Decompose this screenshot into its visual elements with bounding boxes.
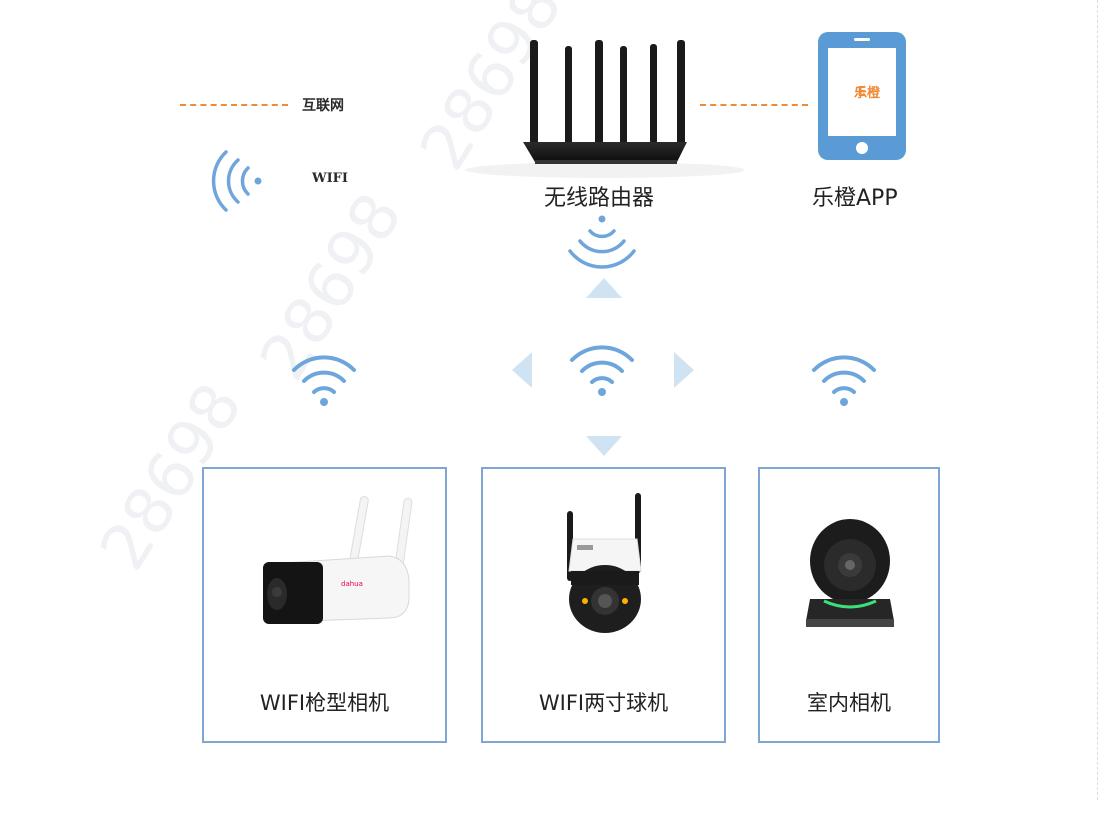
dome-camera-image — [561, 491, 651, 645]
router-label: 无线路由器 — [544, 186, 655, 211]
indoor-camera-image — [800, 517, 900, 637]
arrow-right-icon — [674, 352, 694, 388]
device-label: 室内相机 — [807, 691, 891, 715]
router-wifi-icon — [566, 215, 638, 275]
internet-legend-line — [180, 104, 288, 106]
app-label: 乐橙APP — [812, 186, 898, 211]
wifi-legend-label: WIFI — [312, 171, 348, 186]
svg-text:E: E — [858, 85, 867, 100]
app-logo-text: 乐橙 — [854, 86, 881, 101]
arrow-left-icon — [512, 352, 532, 388]
arrow-up-icon — [586, 278, 622, 298]
internet-legend-label: 互联网 — [302, 98, 344, 114]
device-card-indoor-camera: 室内相机 — [758, 467, 940, 743]
arrow-down-icon — [586, 436, 622, 456]
device-card-dome-camera: WIFI两寸球机 — [481, 467, 726, 743]
hub-wifi-icon — [568, 340, 636, 402]
device-card-bullet-camera: dahua WIFI枪型相机 — [202, 467, 447, 743]
bullet-camera-image: dahua — [259, 494, 419, 638]
device3-wifi-icon — [810, 350, 878, 412]
svg-text:dahua: dahua — [341, 580, 363, 588]
router-image — [455, 30, 755, 184]
device-label: WIFI两寸球机 — [538, 691, 669, 715]
wifi-legend-icon — [210, 148, 266, 218]
phone-app-icon: E 乐橙 — [816, 30, 908, 166]
device-label: WIFI枪型相机 — [259, 691, 390, 715]
right-divider — [1097, 0, 1098, 800]
device1-wifi-icon — [290, 350, 358, 412]
router-app-connector — [700, 104, 808, 106]
